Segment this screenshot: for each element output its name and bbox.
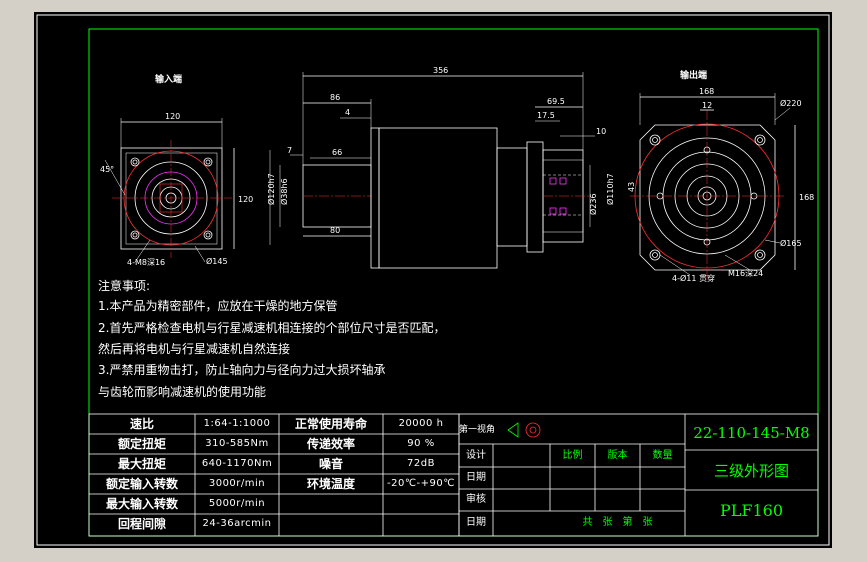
dim-356: 356 [433,66,448,75]
tb-date: 日期 [466,517,486,528]
tb-scale: 比例 [562,450,583,461]
tb-review: 审核 [466,494,486,505]
spec-label-efficiency: 传递效率 [306,437,355,451]
dim-7: 7 [287,146,292,155]
dim-86: 86 [330,93,340,102]
spec-label-rated-speed: 额定输入转数 [105,477,178,491]
tb-sheets: 共 张 第 张 [582,517,653,528]
dim-168-vertical: 168 [799,193,814,202]
output-end-view [630,93,796,280]
dim-69-5: 69.5 [547,97,565,106]
tb-quantity: 数量 [652,450,673,461]
drawing-code: 22-110-145-M8 [693,424,810,442]
dim-m16: M16深24 [728,269,763,278]
dim-168: 168 [699,87,714,96]
tb-drafting: 日期 [466,472,486,483]
dim-4: 4 [345,108,350,117]
spec-value-efficiency: 90 % [407,438,435,449]
cad-canvas [34,12,832,548]
spec-label-rated-torque: 额定扭矩 [117,437,166,451]
spec-value-ratio: 1:64-1:1000 [203,418,271,429]
spec-label-backlash: 回程间隙 [117,517,166,531]
note-1: 1.本产品为精密部件，应放在干燥的地方保管 [98,299,338,313]
tb-version: 版本 [607,450,628,461]
output-end-title: 输出端 [680,71,708,81]
dim-in-shaft-b: Ø38h6 [279,178,289,205]
spec-value-noise: 72dB [407,458,435,469]
spec-label-ratio: 速比 [129,417,154,431]
input-end-title: 输入端 [155,75,183,85]
dim-phi165: Ø165 [780,238,802,248]
dim-45deg: 45° [100,165,114,174]
spec-value-max-speed: 5000r/min [208,498,266,509]
outer-frame [36,14,830,546]
spec-label-life: 正常使用寿命 [294,417,367,431]
spec-label-temperature: 环境温度 [306,477,355,491]
spec-value-life: 20000 h [398,418,444,429]
spec-value-temperature: -20℃-+90℃ [386,478,455,489]
dim-phi220: Ø220 [780,98,802,108]
dimension-labels: 356 86 4 7 66 80 69.5 17.5 10 120 120 45… [100,66,814,283]
spec-value-rated-torque: 310-585Nm [205,438,269,449]
side-view [269,72,595,269]
dim-in-shaft-a: Ø120h7 [266,173,276,205]
title-block-grid [458,413,819,537]
spec-value-backlash: 24-36arcmin [202,518,272,529]
dim-17-5: 17.5 [537,111,555,120]
input-end-view [104,118,235,263]
dim-m8: 4-M8深16 [127,258,165,267]
dim-out-shaft-b: Ø236 [588,193,598,215]
spec-label-noise: 噪音 [318,457,343,471]
drawing-name: 三级外形图 [713,462,789,480]
spec-label-max-speed: 最大输入转数 [105,497,178,511]
tb-projection: 第一视角 [459,425,496,435]
dim-phi11: 4-Ø11 贯穿 [672,273,715,283]
notes-title: 注意事项: [98,279,151,293]
dim-80: 80 [330,226,340,235]
dim-12: 12 [702,101,712,110]
spec-value-rated-speed: 3000r/min [208,478,266,489]
model-number: PLF160 [719,501,784,520]
dim-out-shaft-a: Ø110h7 [605,173,615,205]
note-4: 3.严禁用重物击打，防止轴向力与径向力过大损坏轴承 [98,363,386,377]
spec-value-max-torque: 640-1170Nm [201,458,273,469]
dim-120: 120 [165,112,180,121]
note-3: 然后再将电机与行星减速机自然连接 [98,342,291,356]
dim-43: 43 [627,182,636,192]
dim-120-vertical: 120 [238,195,253,204]
spec-table-grid [88,413,460,537]
note-2: 2.首先严格检查电机与行星减速机相连接的个部位尺寸是否匹配， [98,321,446,335]
spec-label-max-torque: 最大扭矩 [117,457,166,471]
dim-66: 66 [332,148,342,157]
note-5: 与齿轮而影响减速机的使用功能 [98,385,267,399]
tb-design: 设计 [466,450,486,461]
dim-phi145: Ø145 [206,256,228,266]
dim-10: 10 [596,127,606,136]
